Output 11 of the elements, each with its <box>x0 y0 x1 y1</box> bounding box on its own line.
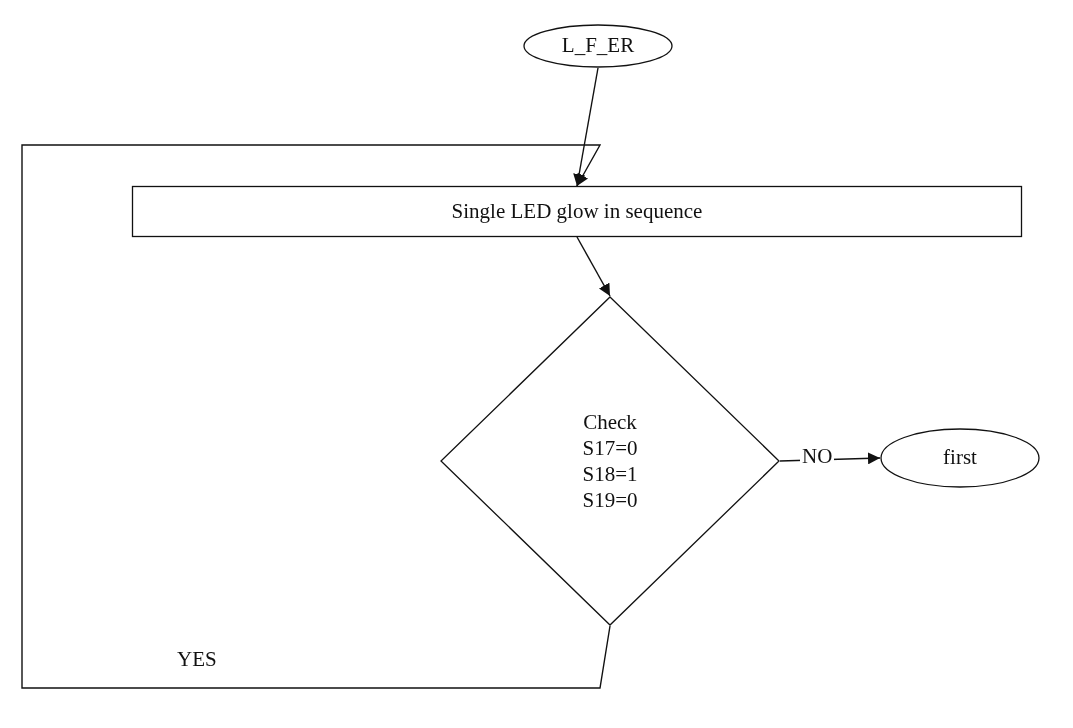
arrow <box>576 236 611 297</box>
process-box <box>132 186 1022 237</box>
node-text: first <box>943 445 977 471</box>
node-text: Check S17=0 S18=1 S19=0 <box>581 408 639 514</box>
terminal-ellipse <box>880 428 1040 488</box>
terminal-ellipse <box>523 24 673 68</box>
arrow <box>573 67 599 187</box>
node-text: Single LED glow in sequence <box>451 198 703 225</box>
node-text: L_F_ER <box>561 33 635 59</box>
arrow <box>21 144 611 689</box>
decision-diamond <box>440 296 780 626</box>
